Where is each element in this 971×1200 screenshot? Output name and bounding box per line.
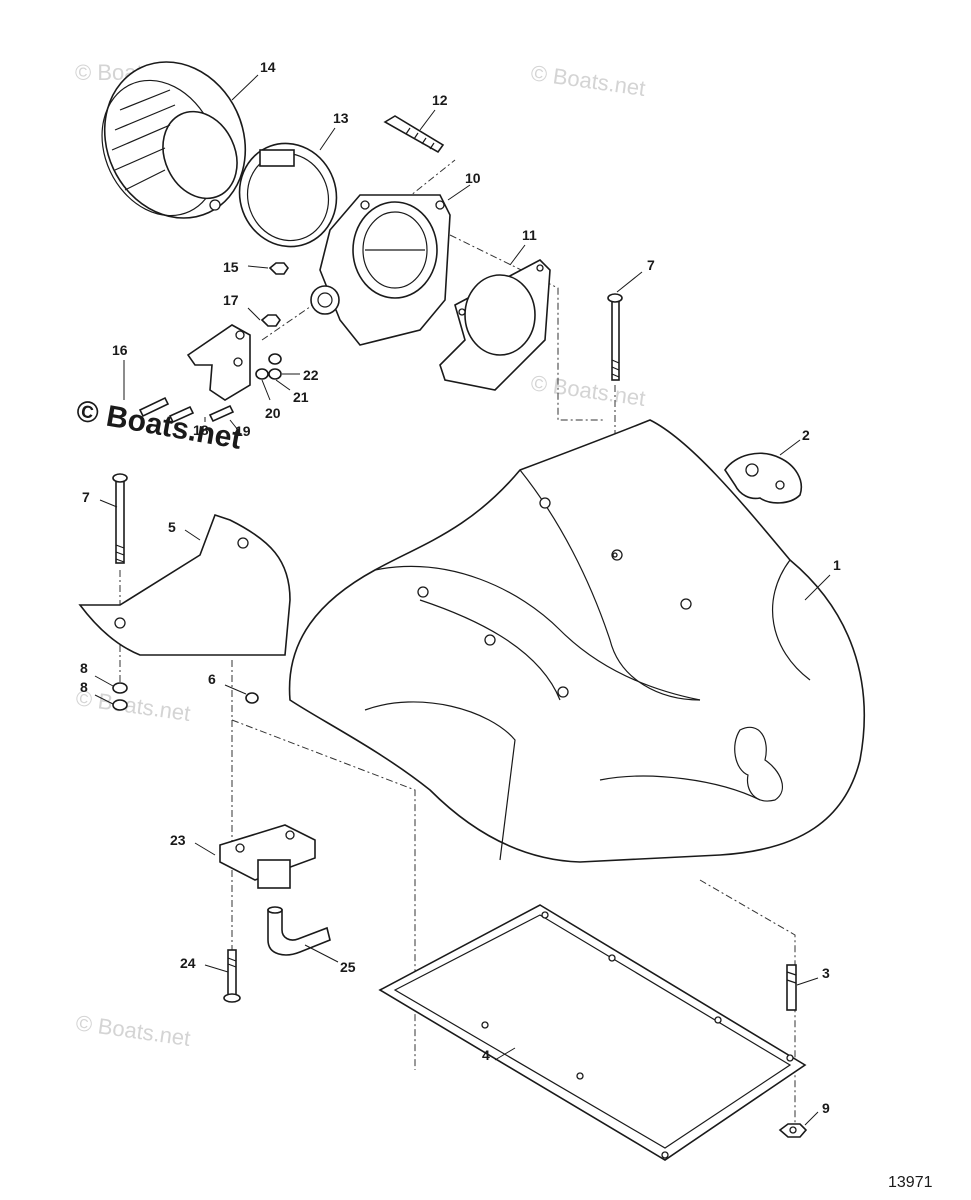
callout-21: 21	[293, 389, 309, 405]
callout-25: 25	[340, 959, 356, 975]
part-washers	[112, 682, 128, 711]
callout-20: 20	[265, 405, 281, 421]
callout-22: 22	[303, 367, 319, 383]
part-stud-right	[786, 964, 797, 1011]
callout-12: 12	[432, 92, 448, 108]
callout-5: 5	[168, 519, 176, 535]
callout-7-right: 7	[647, 257, 655, 273]
part-clip	[724, 452, 802, 504]
part-bolt-left	[112, 473, 128, 564]
part-hose	[267, 906, 331, 956]
callout-10: 10	[465, 170, 481, 186]
watermark-text: © Boats.net	[529, 60, 647, 101]
part-throttle-gasket	[439, 259, 551, 391]
callout-4: 4	[482, 1047, 490, 1063]
leader-lines	[94, 74, 831, 1126]
diagram-number: 13971	[888, 1174, 933, 1191]
part-grommet	[245, 692, 259, 704]
part-side-shield	[78, 513, 291, 656]
part-air-filter	[101, 61, 247, 219]
callout-8-lower: 8	[80, 679, 88, 695]
callout-14: 14	[260, 59, 276, 75]
callout-1: 1	[833, 557, 841, 573]
callout-7-left: 7	[82, 489, 90, 505]
callout-8-upper: 8	[80, 660, 88, 676]
part-plenum-cover	[288, 419, 866, 863]
part-nut	[778, 1123, 808, 1138]
callout-11: 11	[522, 227, 537, 243]
callout-labels: 1 2 3 4 5 6 7 7 8 8 9 10 11 12 13 14 15 …	[80, 59, 841, 1116]
part-gasket	[378, 904, 807, 1161]
watermark-text: © Boats.net	[74, 685, 192, 726]
callout-16: 16	[112, 342, 128, 358]
callout-15: 15	[223, 259, 239, 275]
part-sensor	[219, 824, 316, 889]
callout-13: 13	[333, 110, 349, 126]
part-clamp	[238, 142, 338, 248]
part-bolt-right	[607, 293, 623, 381]
part-bracket	[138, 324, 251, 424]
callout-2: 2	[802, 427, 810, 443]
callout-6: 6	[208, 671, 216, 687]
part-stud	[223, 949, 241, 1003]
callout-24: 24	[180, 955, 196, 971]
callout-23: 23	[170, 832, 186, 848]
callout-3: 3	[822, 965, 830, 981]
callout-18: 18	[193, 422, 209, 438]
watermark-text: © Boats.net	[529, 370, 647, 411]
callout-19: 19	[235, 423, 251, 439]
callout-9: 9	[822, 1100, 830, 1116]
part-throttle-body	[310, 194, 451, 346]
part-small-nuts	[255, 262, 289, 380]
callout-17: 17	[223, 292, 239, 308]
watermark-text: © Boats.net	[74, 1010, 192, 1051]
part-throttle-bolt	[383, 115, 445, 154]
